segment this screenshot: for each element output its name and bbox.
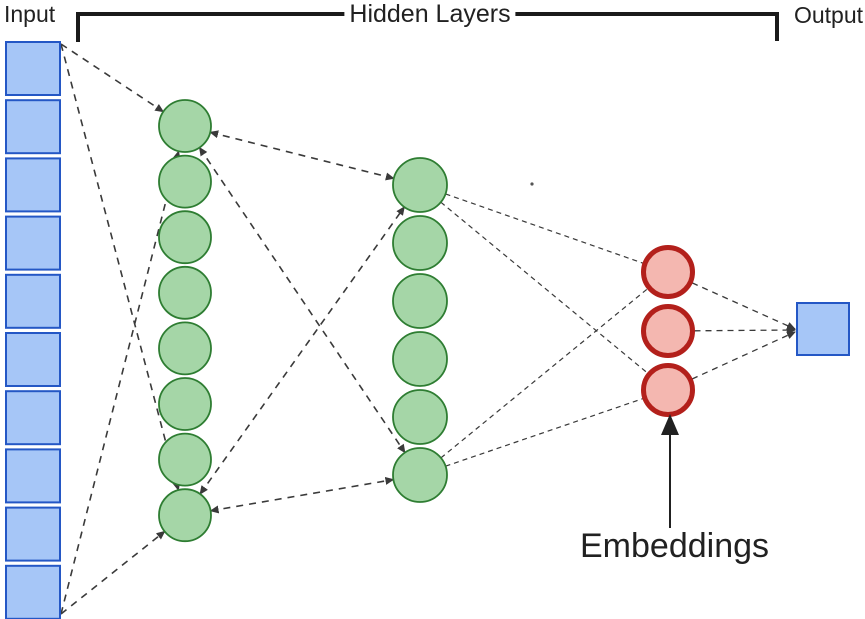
connector-line: [445, 398, 644, 467]
output-label: Output: [793, 2, 863, 28]
connector-line: [60, 43, 165, 113]
connector-line: [691, 282, 796, 330]
embedding-node: [641, 304, 695, 358]
connector-line: [60, 530, 166, 615]
connector-line: [440, 288, 648, 459]
input-node: [5, 564, 61, 619]
embedding-node: [641, 245, 695, 299]
connector-line: [209, 130, 395, 181]
hidden-layers-label: Hidden Layers: [344, 0, 516, 29]
connector-line: [445, 193, 644, 264]
hidden2-node: [392, 331, 448, 387]
connector-line: [198, 146, 406, 454]
hidden1-node: [158, 99, 212, 153]
input-label: Input: [4, 1, 56, 27]
stray-mark: [530, 182, 534, 186]
input-node: [5, 41, 61, 96]
connector-line: [199, 206, 405, 495]
input-node: [5, 332, 61, 387]
hidden2-node: [392, 273, 448, 329]
hidden1-node: [158, 488, 212, 543]
connector-line: [691, 331, 796, 380]
input-node: [5, 273, 61, 329]
hidden1-node: [158, 265, 212, 320]
hidden1-node: [158, 154, 212, 209]
hidden2-node: [392, 389, 448, 445]
hidden1-node: [158, 432, 212, 487]
embedding-node: [641, 363, 695, 417]
connector-line: [209, 477, 395, 514]
input-node: [5, 157, 61, 213]
output-node: [796, 302, 850, 356]
hidden2-node: [392, 157, 448, 213]
input-node: [5, 215, 61, 271]
connector-line: [440, 201, 648, 374]
input-node: [5, 448, 61, 504]
input-node: [5, 506, 61, 562]
hidden1-node: [158, 321, 212, 376]
input-node: [5, 99, 61, 155]
connector-line: [60, 150, 181, 615]
embeddings-label: Embeddings: [580, 527, 770, 565]
hidden2-node: [392, 447, 448, 503]
embeddings-arrowhead: [661, 414, 679, 435]
connector-line: [694, 326, 796, 335]
hidden1-node: [158, 210, 212, 265]
hidden2-node: [392, 215, 448, 271]
input-node: [5, 390, 61, 446]
hidden1-node: [158, 377, 212, 431]
